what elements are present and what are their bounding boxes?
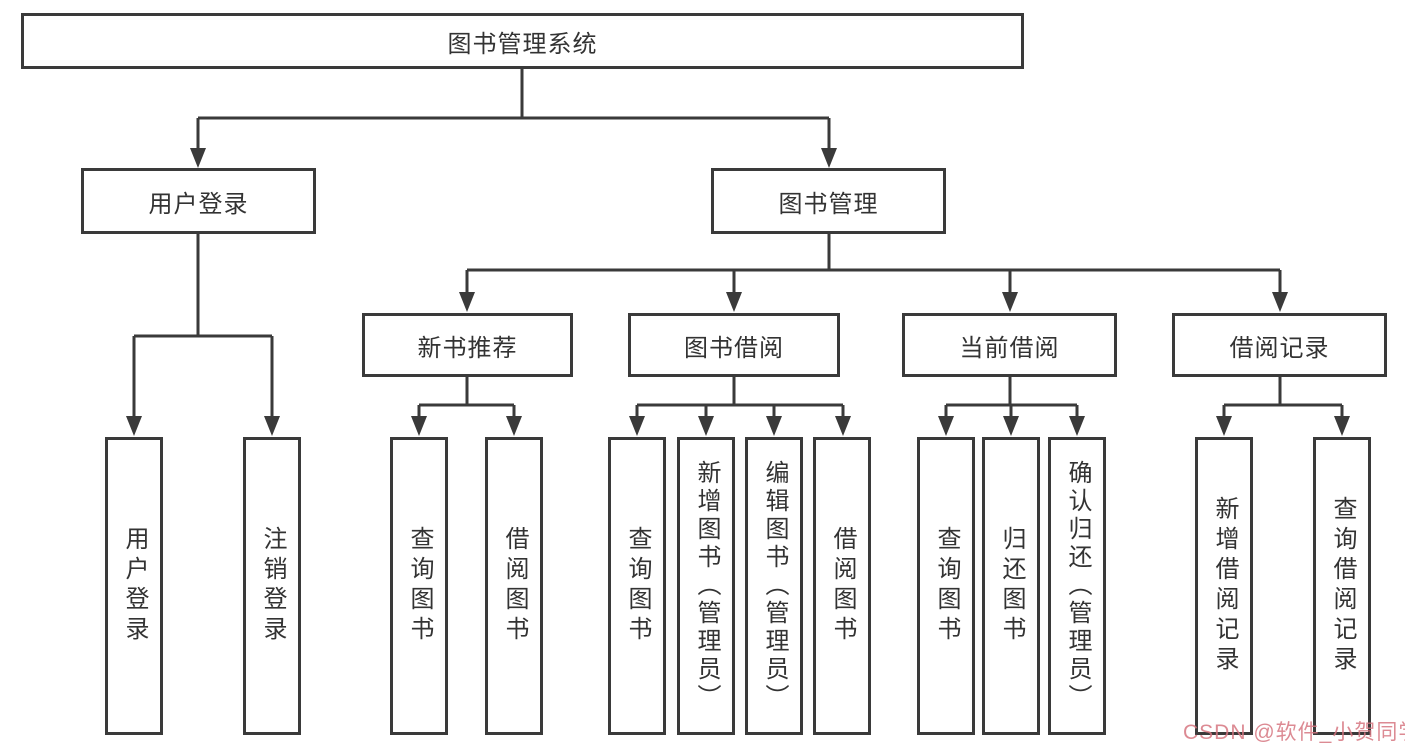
leaf-recommend-query-books: 查询图书 [390,437,448,735]
leaf-current-return-books: 归还图书 [982,437,1040,735]
leaf-current-confirm-return-admin: 确认归还（管理员） [1048,437,1106,735]
leaf-borrowing-borrow-books: 借阅图书 [813,437,871,735]
leaf-current-query-books: 查询图书 [917,437,975,735]
leaf-records-query-borrow-record: 查询借阅记录 [1313,437,1371,735]
node-book-borrowing: 图书借阅 [628,313,840,377]
node-user-login: 用户登录 [81,168,316,234]
leaf-borrowing-add-books-admin: 新增图书（管理员） [677,437,735,735]
node-book-management: 图书管理 [711,168,946,234]
node-root-system: 图书管理系统 [21,13,1024,69]
leaf-logout-login: 注销登录 [243,437,301,735]
csdn-watermark: CSDN @软件_小贺同学 [1183,721,1405,744]
node-new-book-recommend: 新书推荐 [362,313,573,377]
leaf-user-login: 用户登录 [105,437,163,735]
node-borrowing-records: 借阅记录 [1172,313,1387,377]
leaf-recommend-borrow-books: 借阅图书 [485,437,543,735]
node-current-borrowing: 当前借阅 [902,313,1117,377]
leaf-records-add-borrow-record: 新增借阅记录 [1195,437,1253,735]
leaf-borrowing-query-books: 查询图书 [608,437,666,735]
leaf-borrowing-edit-books-admin: 编辑图书（管理员） [745,437,803,735]
arrowhead-icons [126,148,1350,436]
